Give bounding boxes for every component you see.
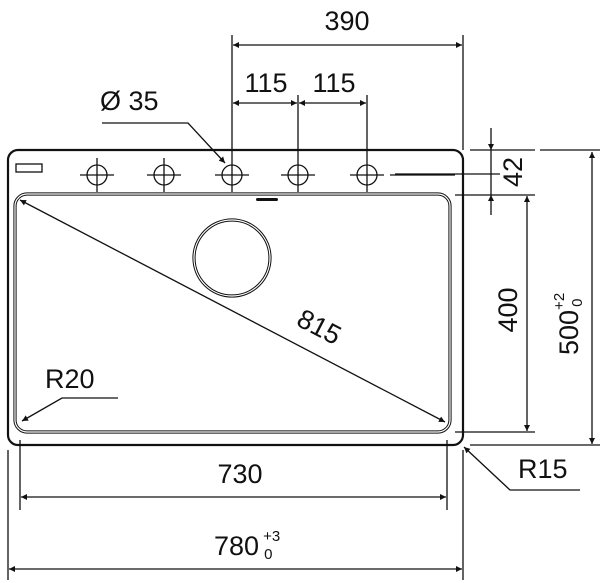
overflow-slot bbox=[256, 198, 278, 201]
bowl-outline bbox=[13, 192, 452, 434]
dim-inner-radius-r20: R20 bbox=[45, 364, 95, 394]
dim-hole-spacing-2: 115 bbox=[312, 68, 355, 98]
dim-bowl-depth-400: 400 bbox=[493, 287, 523, 332]
dim-overall-depth-500: 500+20 bbox=[551, 293, 586, 355]
tap-label-plate bbox=[15, 163, 43, 173]
tap-holes bbox=[80, 158, 455, 192]
tap-hole-icon bbox=[281, 158, 315, 192]
dim-deck-depth-42: 42 bbox=[498, 157, 528, 187]
dim-hole-spacing-1: 115 bbox=[244, 68, 287, 98]
tap-hole-icon bbox=[350, 158, 384, 192]
dim-bowl-width-730: 730 bbox=[217, 459, 262, 489]
tap-hole-icon bbox=[80, 158, 114, 192]
sink-outline bbox=[6, 148, 465, 447]
dim-diagonal-815: 815 bbox=[292, 303, 346, 350]
dim-overall-width-390: 390 bbox=[324, 6, 369, 36]
dim-outer-radius-r15: R15 bbox=[518, 454, 568, 484]
tap-hole-icon bbox=[215, 158, 249, 192]
dim-hole-diameter: Ø 35 bbox=[100, 86, 159, 116]
tap-hole-icon bbox=[147, 158, 181, 192]
